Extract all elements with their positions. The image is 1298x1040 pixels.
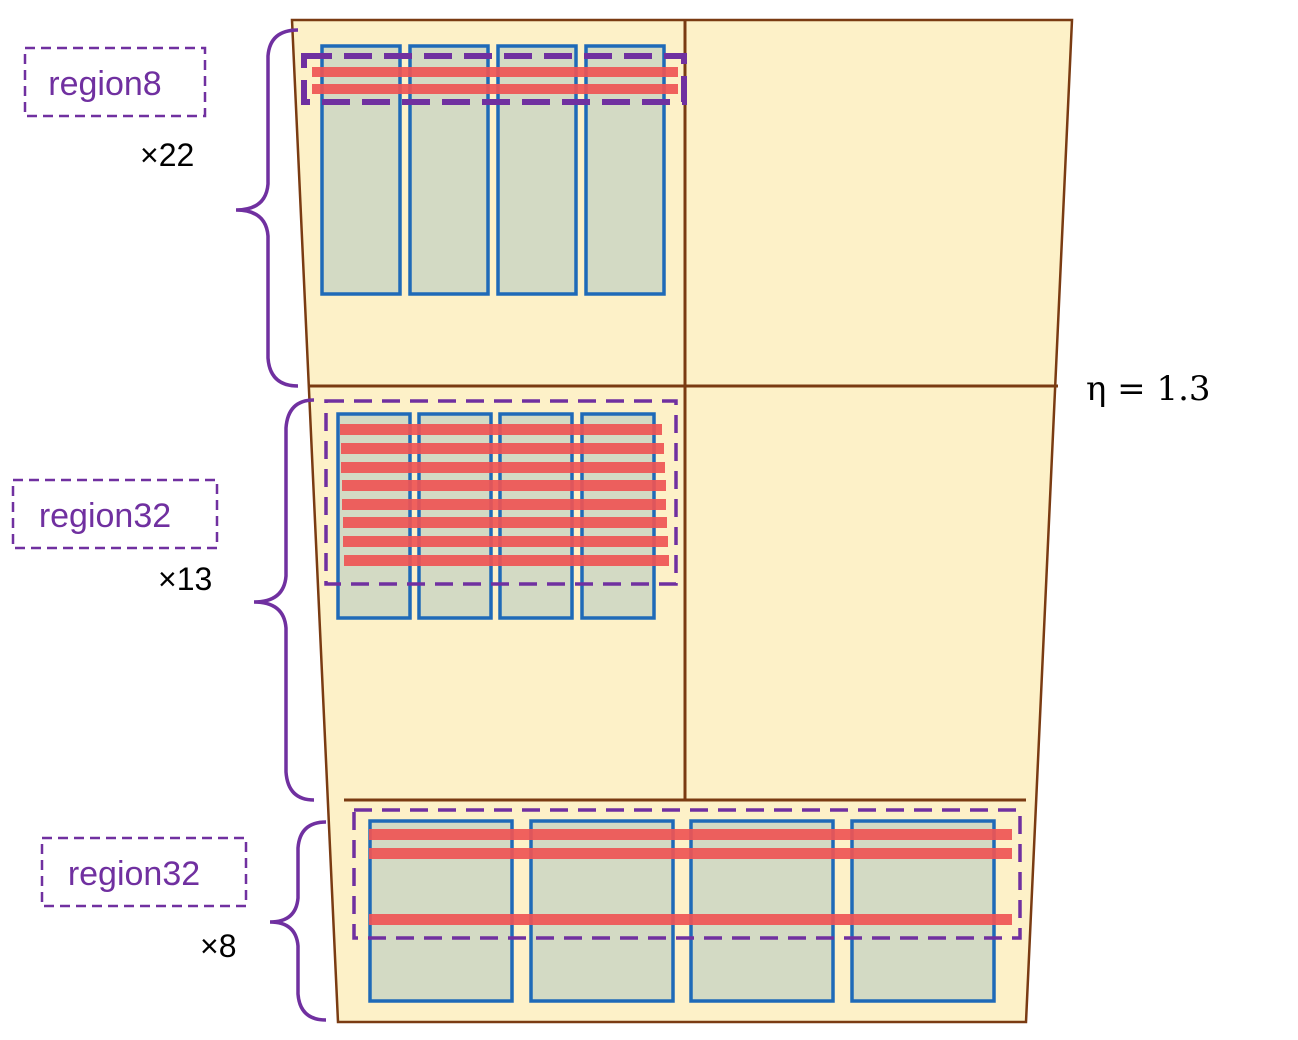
- region-label-text: region32: [68, 855, 200, 893]
- region-label-text: region32: [39, 497, 171, 535]
- region-box-bottom: [352, 808, 1022, 940]
- strip: [312, 84, 678, 94]
- strip: [343, 536, 668, 547]
- region-box-middle: [324, 399, 678, 586]
- multiplier-middle: ×13: [158, 561, 212, 597]
- region-label-top: region8: [23, 46, 207, 118]
- strip: [341, 462, 665, 473]
- strip: [340, 424, 662, 435]
- strip: [341, 443, 664, 454]
- region-label-text: region8: [48, 65, 161, 103]
- strip: [312, 67, 678, 77]
- brace-bottom: [269, 820, 327, 1022]
- region-label-frame: [23, 46, 207, 118]
- strip: [342, 480, 666, 491]
- brace-middle: [253, 398, 315, 802]
- module: [320, 44, 402, 296]
- strip-group-middle: [340, 424, 669, 566]
- strip-group-top: [312, 67, 678, 94]
- strip-group-bottom: [369, 829, 1012, 925]
- strip: [369, 914, 1012, 925]
- brace-top: [235, 28, 299, 388]
- strip: [344, 555, 669, 566]
- module: [408, 44, 490, 296]
- multiplier-bottom: ×8: [200, 928, 236, 964]
- eta-label: η = 1.3: [1086, 369, 1211, 409]
- region-label-bottom: region32: [40, 836, 248, 908]
- region-box-top: [301, 53, 687, 105]
- module: [496, 44, 578, 296]
- region-label-frame: [40, 836, 248, 908]
- module: [584, 44, 666, 296]
- multiplier-top: ×22: [140, 137, 194, 173]
- strip: [343, 517, 667, 528]
- region-label-frame: [11, 478, 219, 550]
- strip: [369, 848, 1012, 859]
- strip: [369, 829, 1012, 840]
- strip: [342, 499, 666, 510]
- region-label-middle: region32: [11, 478, 219, 550]
